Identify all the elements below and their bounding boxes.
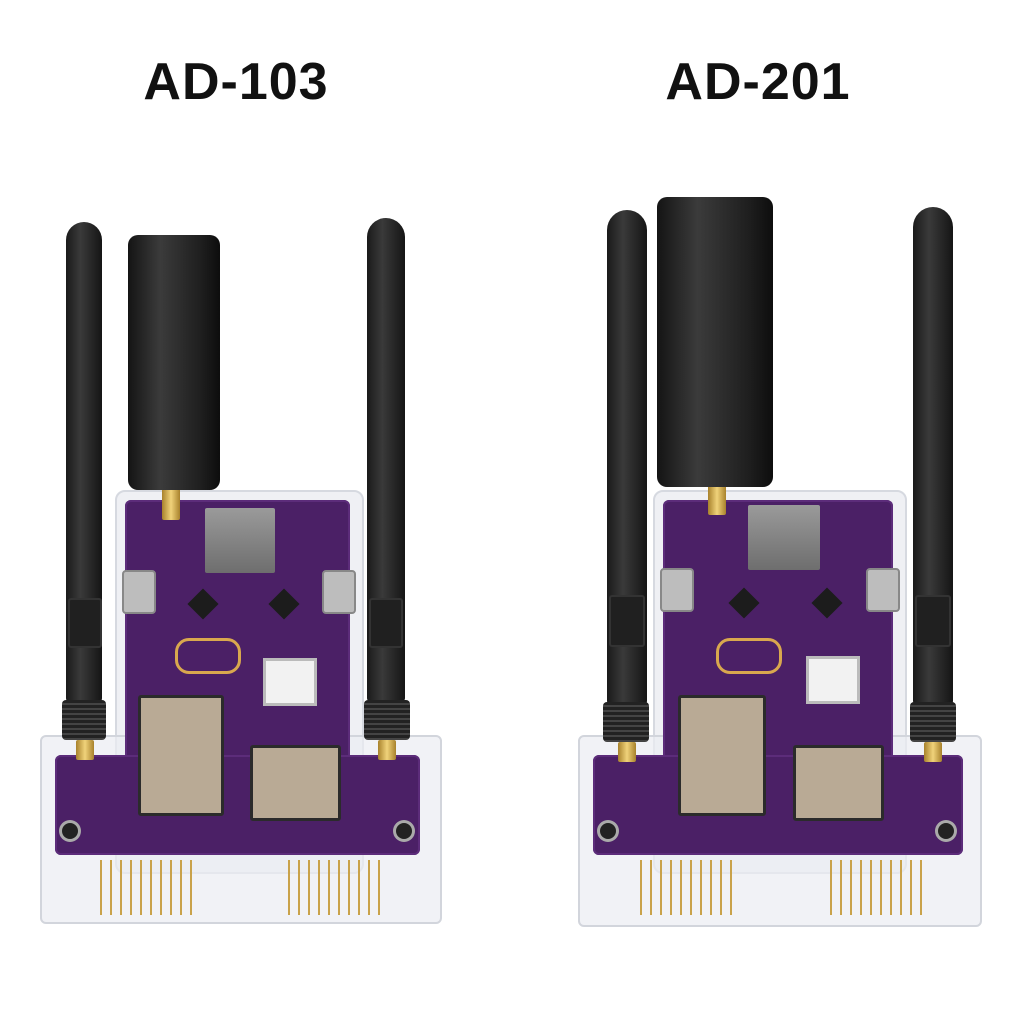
wireless-module (250, 745, 341, 821)
header-pins-left (640, 860, 740, 915)
sma-connector (378, 740, 396, 760)
header-pins-right (830, 860, 930, 915)
wireless-module (138, 695, 224, 816)
device-ad-103 (40, 200, 442, 925)
antenna-base (62, 700, 106, 740)
antenna-base (910, 702, 956, 742)
sd-card-slot (748, 505, 820, 570)
header-pins-left (100, 860, 200, 915)
antenna-base (364, 700, 410, 740)
board-logo (716, 638, 782, 674)
antenna-joint (609, 595, 645, 647)
device-ad-201 (578, 190, 983, 930)
sma-connector (924, 742, 942, 762)
sma-connector (76, 740, 94, 760)
product-title-ad-201: AD-201 (665, 53, 851, 111)
usb-c-port-left (122, 570, 156, 614)
antenna-joint (68, 598, 102, 648)
usb-c-port-left (660, 568, 694, 612)
sma-connector (162, 488, 180, 520)
screw (938, 823, 954, 839)
usb-c-port-right (322, 570, 356, 614)
wireless-module (793, 745, 884, 821)
purple-pcb-lower (55, 755, 420, 855)
wireless-module (678, 695, 766, 816)
sma-connector (618, 742, 636, 762)
tube-antenna (657, 197, 773, 487)
antenna-joint (915, 595, 951, 647)
usb-c-port-right (866, 568, 900, 612)
qr-module (806, 656, 860, 704)
antenna-base (603, 702, 649, 742)
sd-card-slot (205, 508, 275, 573)
purple-pcb-lower (593, 755, 963, 855)
product-title-ad-103: AD-103 (143, 53, 329, 111)
sma-connector (708, 480, 726, 515)
header-pins-right (288, 860, 388, 915)
screw (600, 823, 616, 839)
antenna-joint (369, 598, 403, 648)
screw (62, 823, 78, 839)
board-logo (175, 638, 241, 674)
screw (396, 823, 412, 839)
qr-module (263, 658, 317, 706)
tube-antenna (128, 235, 220, 490)
